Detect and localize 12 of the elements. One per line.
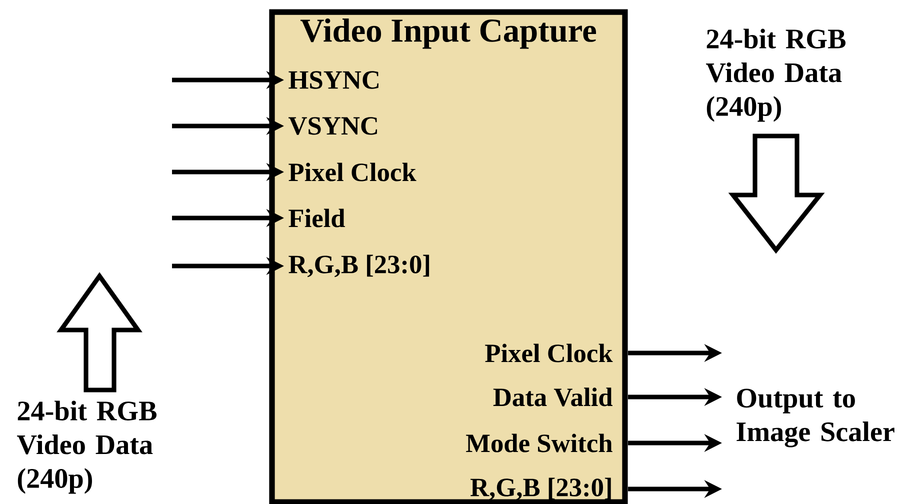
port-label: Pixel Clock xyxy=(288,162,416,182)
port-label: R,G,B [23:0] xyxy=(288,254,430,278)
text-label: 24-bit RGB Video Data (240p) xyxy=(706,28,846,122)
port-label: Mode Switch xyxy=(466,434,612,452)
port-label: VSYNC xyxy=(288,117,377,135)
port-label: HSYNC xyxy=(288,71,378,89)
port-label: R,G,B [23:0] xyxy=(470,478,611,500)
text-label: 24-bit RGB Video Data (240p) xyxy=(17,400,156,494)
port-label: Data Valid xyxy=(493,388,612,406)
port-label: Pixel Clock xyxy=(485,344,613,362)
text-label: Output to Image Scaler xyxy=(736,388,894,448)
port-label: Field xyxy=(288,208,346,228)
